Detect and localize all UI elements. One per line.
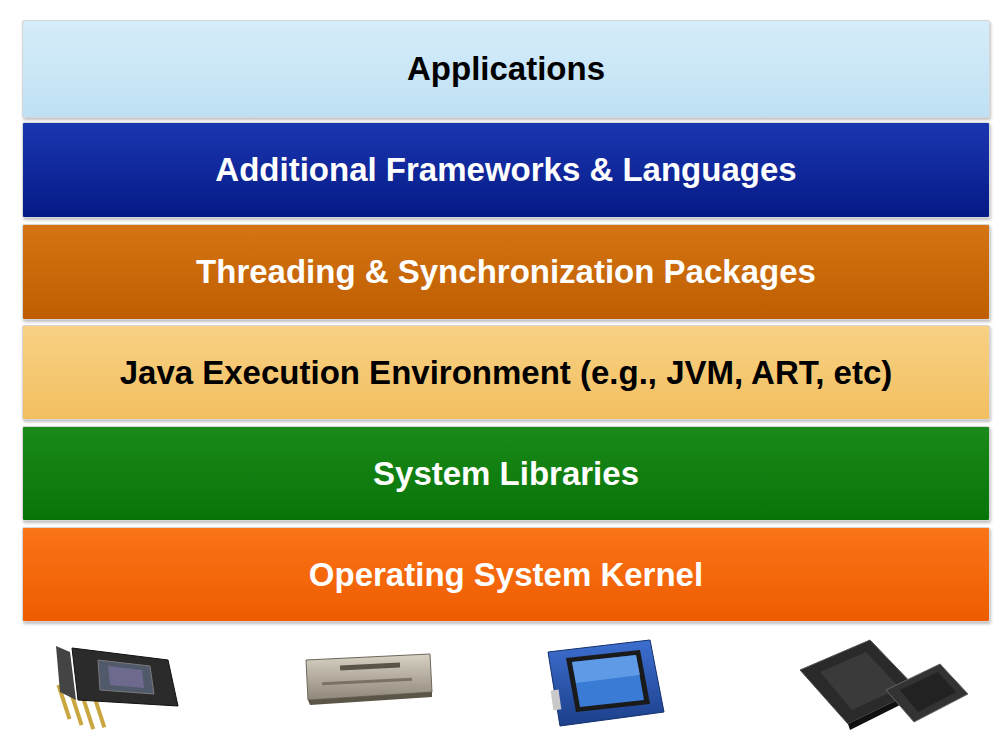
- layer-label: Java Execution Environment (e.g., JVM, A…: [120, 354, 893, 392]
- layer-label: Additional Frameworks & Languages: [215, 151, 796, 189]
- display-board: [548, 640, 664, 726]
- applications-layer: Applications: [22, 20, 990, 118]
- layer-label: Applications: [407, 50, 605, 88]
- layer-label: Operating System Kernel: [309, 556, 703, 594]
- layer-label: System Libraries: [373, 455, 639, 493]
- threading-layer: Threading & Synchronization Packages: [22, 224, 990, 320]
- frameworks-layer: Additional Frameworks & Languages: [22, 122, 990, 218]
- embedded-module: [306, 654, 432, 705]
- sensor-chip: [56, 646, 178, 730]
- java-runtime-layer: Java Execution Environment (e.g., JVM, A…: [22, 325, 990, 420]
- gpu-chips: [800, 640, 968, 730]
- system-libraries-layer: System Libraries: [22, 426, 990, 521]
- kernel-layer: Operating System Kernel: [22, 527, 990, 622]
- layer-label: Threading & Synchronization Packages: [196, 253, 816, 291]
